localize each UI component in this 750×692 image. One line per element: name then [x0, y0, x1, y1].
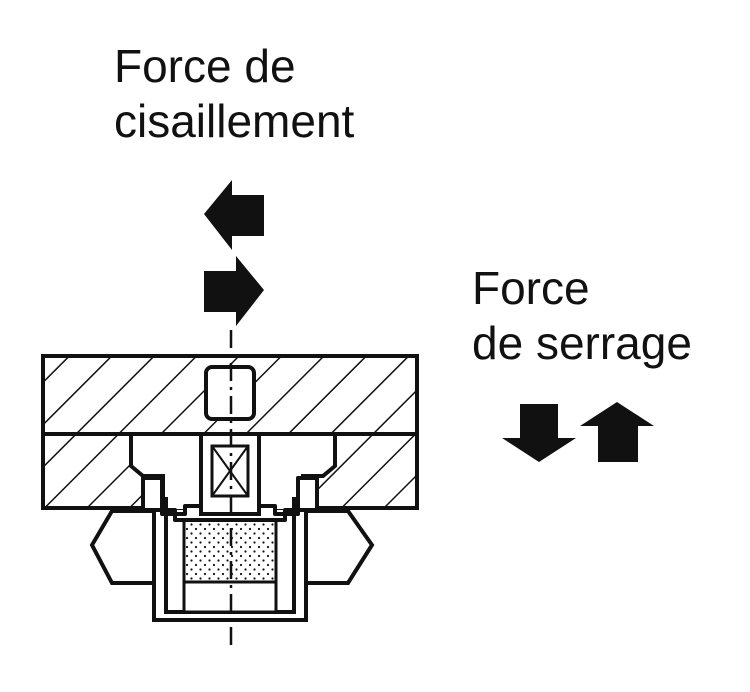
arrow-down-icon: [502, 404, 576, 462]
arrow-left-icon: [204, 180, 264, 250]
clamp-insert: [141, 476, 319, 522]
shear-force-label-line2: cisaillement: [114, 95, 355, 147]
clamping-force-label-line2: de serrage: [472, 317, 692, 369]
shear-force-label-line1: Force de: [114, 40, 296, 92]
arrow-right-icon: [204, 256, 264, 326]
clamping-force-label-line1: Force: [472, 262, 590, 314]
arrow-up-icon: [580, 402, 654, 462]
